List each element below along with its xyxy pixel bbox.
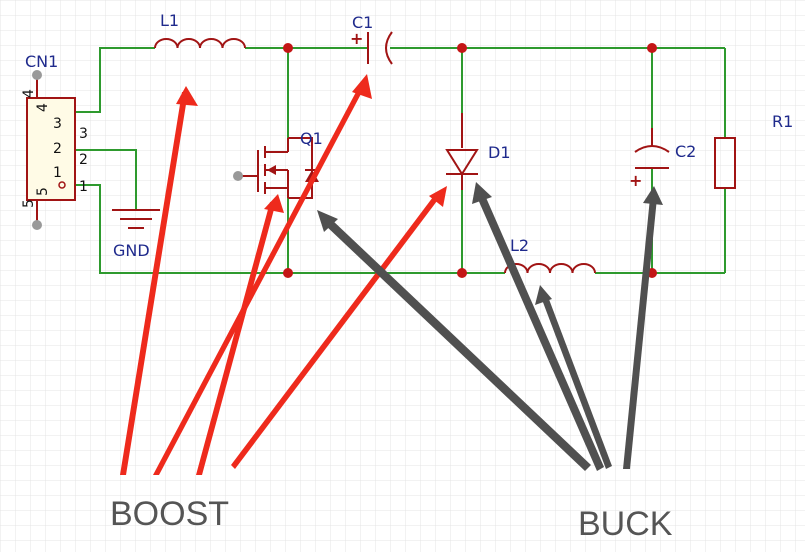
label-l1: L1	[160, 11, 179, 30]
pin-label-4: 4	[35, 103, 51, 112]
capacitor-c2	[634, 128, 670, 169]
wires	[75, 47, 726, 274]
buck-arrow-shaft-d1	[477, 193, 604, 471]
pin-number-3: 3	[79, 126, 88, 142]
junction-dot	[647, 43, 657, 53]
label-d1: D1	[488, 143, 511, 162]
pin-pad	[32, 220, 42, 230]
boost-arrow-shaft-c1	[153, 92, 362, 475]
label-c1: C1	[352, 13, 373, 32]
label-c2: C2	[675, 142, 696, 161]
inductor-l1	[154, 38, 246, 49]
inductor-l2	[504, 263, 596, 274]
label-r1: R1	[772, 112, 793, 131]
label-l2: L2	[510, 236, 529, 255]
label-boost: BOOST	[110, 495, 229, 533]
pin-label-2: 2	[53, 141, 62, 157]
boost-arrow-shaft-l1	[120, 92, 188, 475]
capacitor-c1	[367, 31, 393, 65]
buck-arrow-head-q1	[317, 210, 338, 232]
pin-pad	[32, 70, 42, 80]
pin-number-5: 5	[21, 199, 37, 208]
buck-arrow-head-d1	[472, 182, 492, 204]
pin-number-4: 4	[21, 89, 37, 98]
boost-arrow-shaft-q1	[196, 202, 276, 475]
gnd-symbol	[112, 209, 160, 229]
buck-arrow-shaft-q1	[325, 219, 591, 471]
pin-number-1: 1	[79, 179, 88, 195]
boost-arrows	[120, 74, 447, 475]
boost-arrow-head-d1	[429, 186, 447, 207]
pin1-marker	[58, 181, 66, 189]
diode-d1	[445, 113, 479, 190]
wire-gnd	[75, 149, 137, 210]
label-buck: BUCK	[578, 505, 673, 543]
wire-bottom-rail	[75, 184, 505, 274]
pin-label-3: 3	[53, 116, 62, 132]
connector-body	[26, 97, 76, 201]
pin-label-5: 5	[35, 187, 51, 196]
junction-dot	[283, 43, 293, 53]
boost-arrow-head-q1	[264, 194, 284, 213]
junction-dot	[457, 268, 467, 278]
boost-arrow-head-c1	[352, 74, 372, 99]
label-q1: Q1	[300, 129, 323, 148]
buck-arrows	[317, 182, 663, 471]
connector-cn1: 3 2 1 3 2 1 4 4 5 5	[21, 70, 88, 230]
c1-plus-mark: +	[350, 29, 363, 48]
pin-label-1: 1	[53, 165, 62, 181]
buck-arrow-head-c2	[643, 186, 663, 205]
junction-dot	[283, 268, 293, 278]
boost-arrow-shaft-d1	[231, 193, 440, 469]
buck-arrow-shaft-l2	[541, 294, 612, 469]
resistor-r1	[714, 137, 736, 189]
q1-gate-pad	[233, 171, 243, 181]
pin-number-2: 2	[79, 152, 88, 168]
label-cn1: CN1	[25, 52, 58, 71]
label-gnd: GND	[113, 241, 150, 260]
q1-channel-arrow	[267, 165, 276, 175]
buck-arrow-shaft-c2	[623, 198, 657, 469]
buck-arrow-head-l2	[535, 285, 552, 305]
wire-cn1-to-l1	[75, 47, 155, 113]
c2-plus-mark: +	[629, 171, 642, 190]
boost-arrow-head-l1	[176, 86, 198, 106]
junction-dot	[457, 43, 467, 53]
